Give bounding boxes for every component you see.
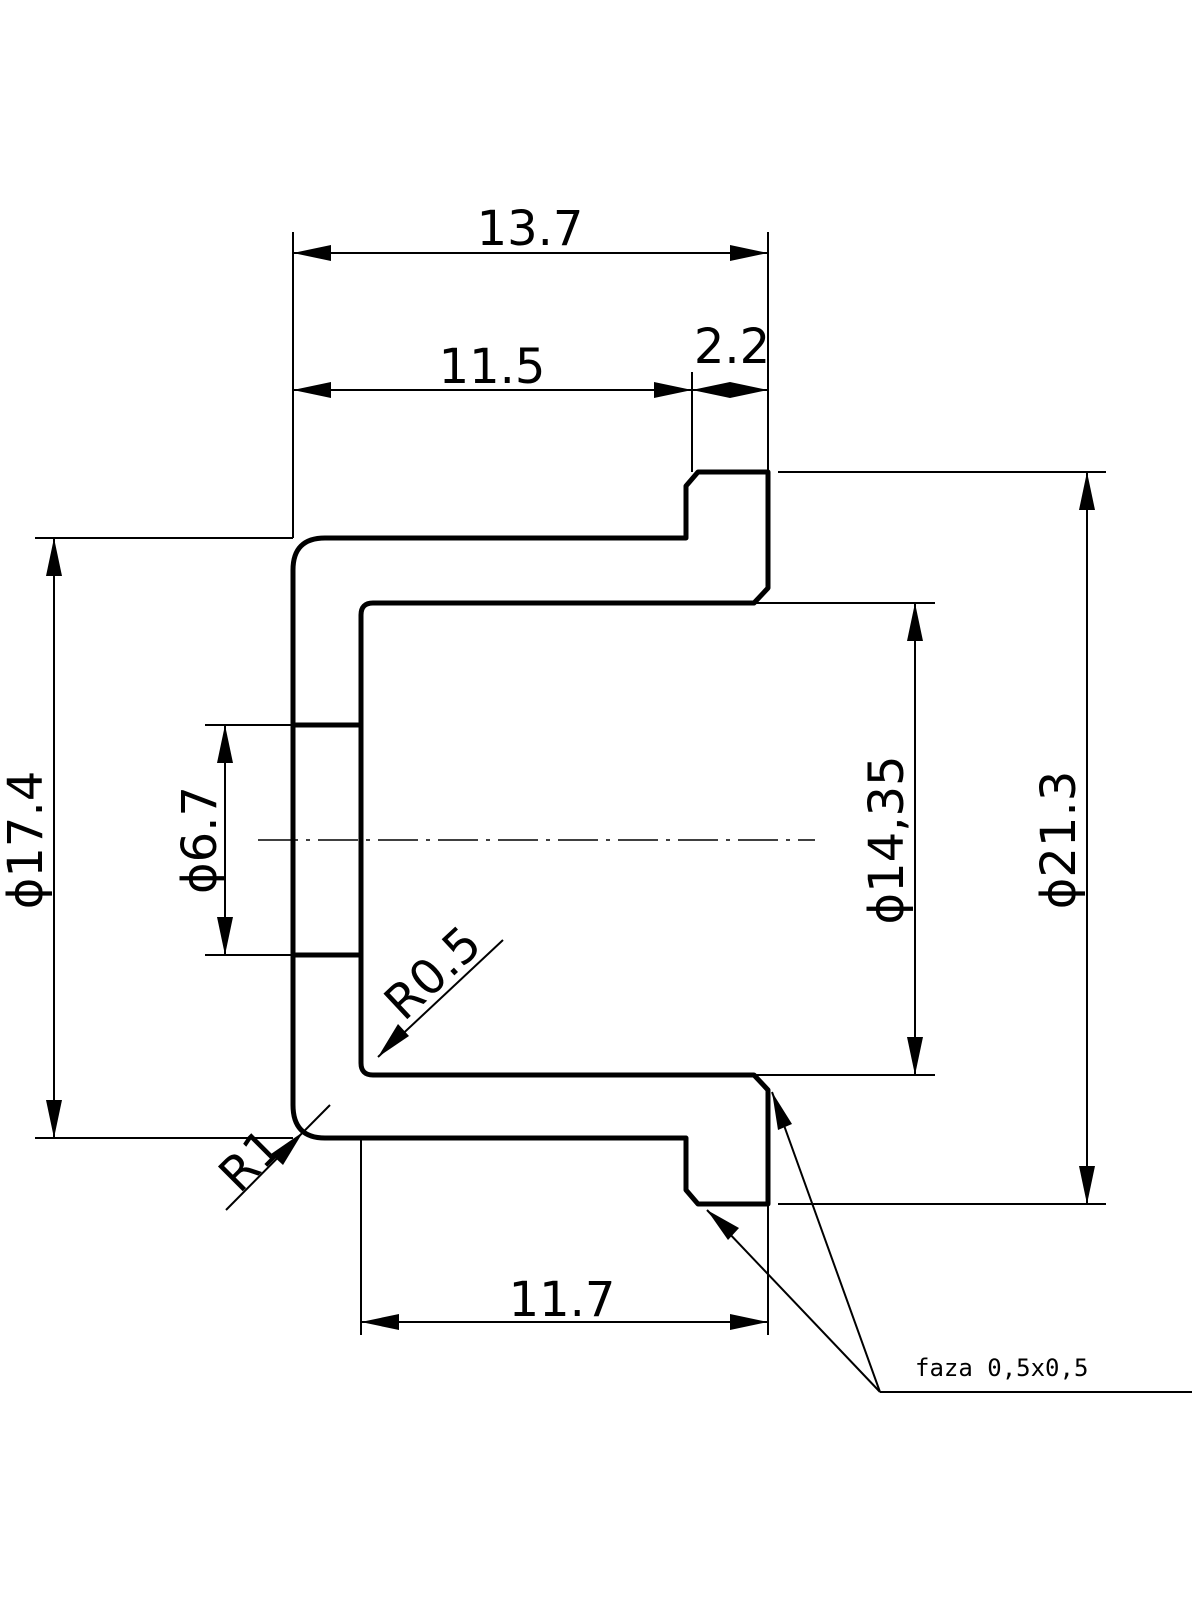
dim-overall-length: 13.7 [293, 201, 768, 261]
dim-bore-diameter: ϕ14,35 [859, 603, 923, 1075]
dim-hole-diameter: ϕ6.7 [172, 725, 233, 955]
dim-inner-radius-label: R0.5 [374, 915, 492, 1031]
dim-outer-radius-label: R1 [208, 1118, 293, 1203]
dim-body-length-label: 11.5 [439, 339, 546, 395]
dim-outer-radius: R1 [208, 1104, 331, 1211]
dim-overall-length-label: 13.7 [477, 201, 584, 257]
dim-outer-diameter: ϕ17.4 [0, 538, 62, 1138]
dim-outer-diameter-label: ϕ17.4 [0, 771, 54, 910]
section-top [290, 469, 771, 728]
dim-body-length: 11.5 2.2 [293, 319, 770, 398]
chamfer-leader: faza 0,5x0,5 [706, 1091, 1192, 1393]
extension-lines [35, 232, 1106, 1335]
dim-inner-radius: R0.5 [374, 915, 504, 1058]
dim-bore-depth-label: 11.7 [509, 1272, 616, 1328]
section-bottom [290, 952, 771, 1207]
dim-bore-depth: 11.7 [361, 1272, 768, 1330]
dim-bore-diameter-label: ϕ14,35 [859, 755, 915, 924]
dim-flange-diameter-label: ϕ21.3 [1031, 771, 1087, 910]
dim-flange-width-label: 2.2 [694, 319, 770, 375]
dim-flange-diameter: ϕ21.3 [1031, 472, 1095, 1204]
dim-hole-diameter-label: ϕ6.7 [172, 786, 228, 894]
chamfer-note: faza 0,5x0,5 [915, 1354, 1088, 1382]
